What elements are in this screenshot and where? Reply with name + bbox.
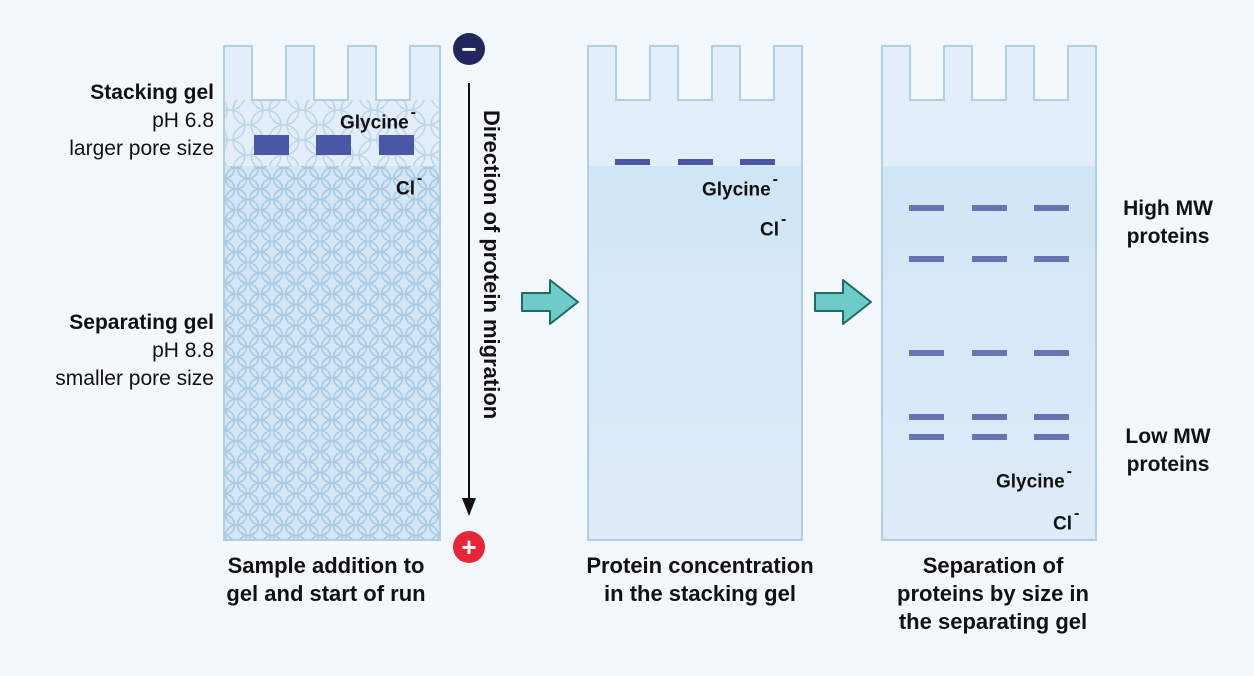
minus-icon: − [453,33,485,65]
gel-1-outline [223,45,441,541]
gel-2-separating-region [588,166,802,540]
panel-2-caption: Protein concentration in the stacking ge… [586,553,814,606]
separating-gel-ph: pH 8.8 [152,339,214,362]
chloride-ion-label: Cl- [760,211,787,241]
panel-3-caption: Separation of proteins by size in the se… [897,553,1089,634]
migration-arrow [462,83,476,516]
protein-band [972,414,1007,420]
stacked-band [678,159,713,165]
glycine-ion-label: Glycine- [996,463,1072,493]
protein-band [909,350,944,356]
chloride-ion-label: Cl- [396,170,423,200]
panel-1-caption: Sample addition to gel and start of run [226,553,426,606]
step-arrow-icon [814,279,872,325]
glycine-ion-label: Glycine- [340,104,416,134]
stacked-band [615,159,650,165]
separating-gel-pore-size: smaller pore size [55,367,214,390]
stacking-gel-title: Stacking gel [90,81,214,104]
protein-band [972,256,1007,262]
gel-panel-2 [587,45,803,541]
protein-band [909,434,944,440]
sample-band [316,135,351,155]
sample-band [254,135,289,155]
protein-band [909,205,944,211]
glycine-ion-label: Glycine- [702,171,778,201]
stacking-gel-pore-size: larger pore size [69,137,214,160]
protein-band [909,414,944,420]
protein-band [972,434,1007,440]
sample-band [379,135,414,155]
stacking-gel-ph: pH 6.8 [152,109,214,132]
protein-band [1034,434,1069,440]
high-mw-proteins-label: High MW proteins [1123,197,1213,248]
protein-band [1034,350,1069,356]
chloride-ion-label: Cl- [1053,505,1080,535]
gel-1-pore-pattern [224,166,440,540]
separating-gel-title: Separating gel [69,311,214,334]
protein-band [972,205,1007,211]
gel-2-outline [587,45,803,541]
step-arrow-icon [521,279,579,325]
protein-band [972,350,1007,356]
protein-band [1034,256,1069,262]
low-mw-proteins-label: Low MW proteins [1125,425,1211,476]
gel-3-outline [881,45,1097,541]
plus-icon: + [453,531,485,563]
protein-band [1034,414,1069,420]
gel-panel-3 [881,45,1097,541]
stacked-band [740,159,775,165]
protein-band [1034,205,1069,211]
gel-panel-1 [223,45,441,541]
protein-band [909,256,944,262]
migration-direction-label: Direction of protein migration [479,110,504,420]
